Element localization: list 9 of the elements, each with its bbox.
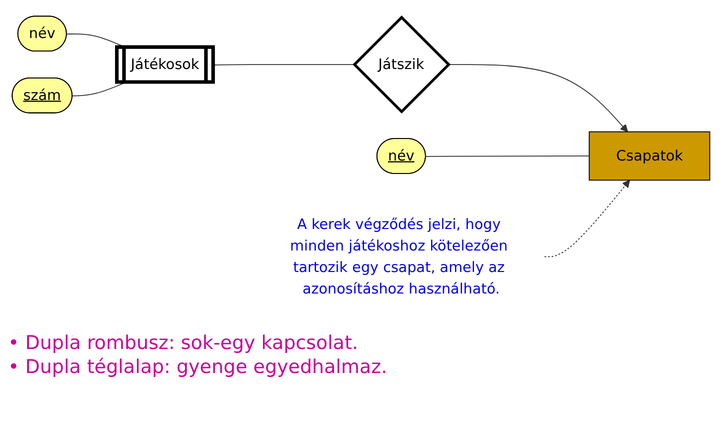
bullet-note: • Dupla téglalap: gyenge egyedhalmaz. <box>8 356 388 378</box>
node-diamond: Játszik <box>352 16 451 114</box>
arrow <box>544 180 630 258</box>
bullet-note: • Dupla rombusz: sok-egy kapcsolat. <box>8 332 360 354</box>
node-box: Csapatok <box>588 132 710 181</box>
connector <box>213 64 355 66</box>
connector <box>425 156 590 158</box>
node-text: A kerek végződés jelzi, hogy minden játékoshoz kötelezően tartozik egy csapat, amely az azonosításhoz használható. <box>290 216 508 298</box>
arrow <box>448 64 628 132</box>
